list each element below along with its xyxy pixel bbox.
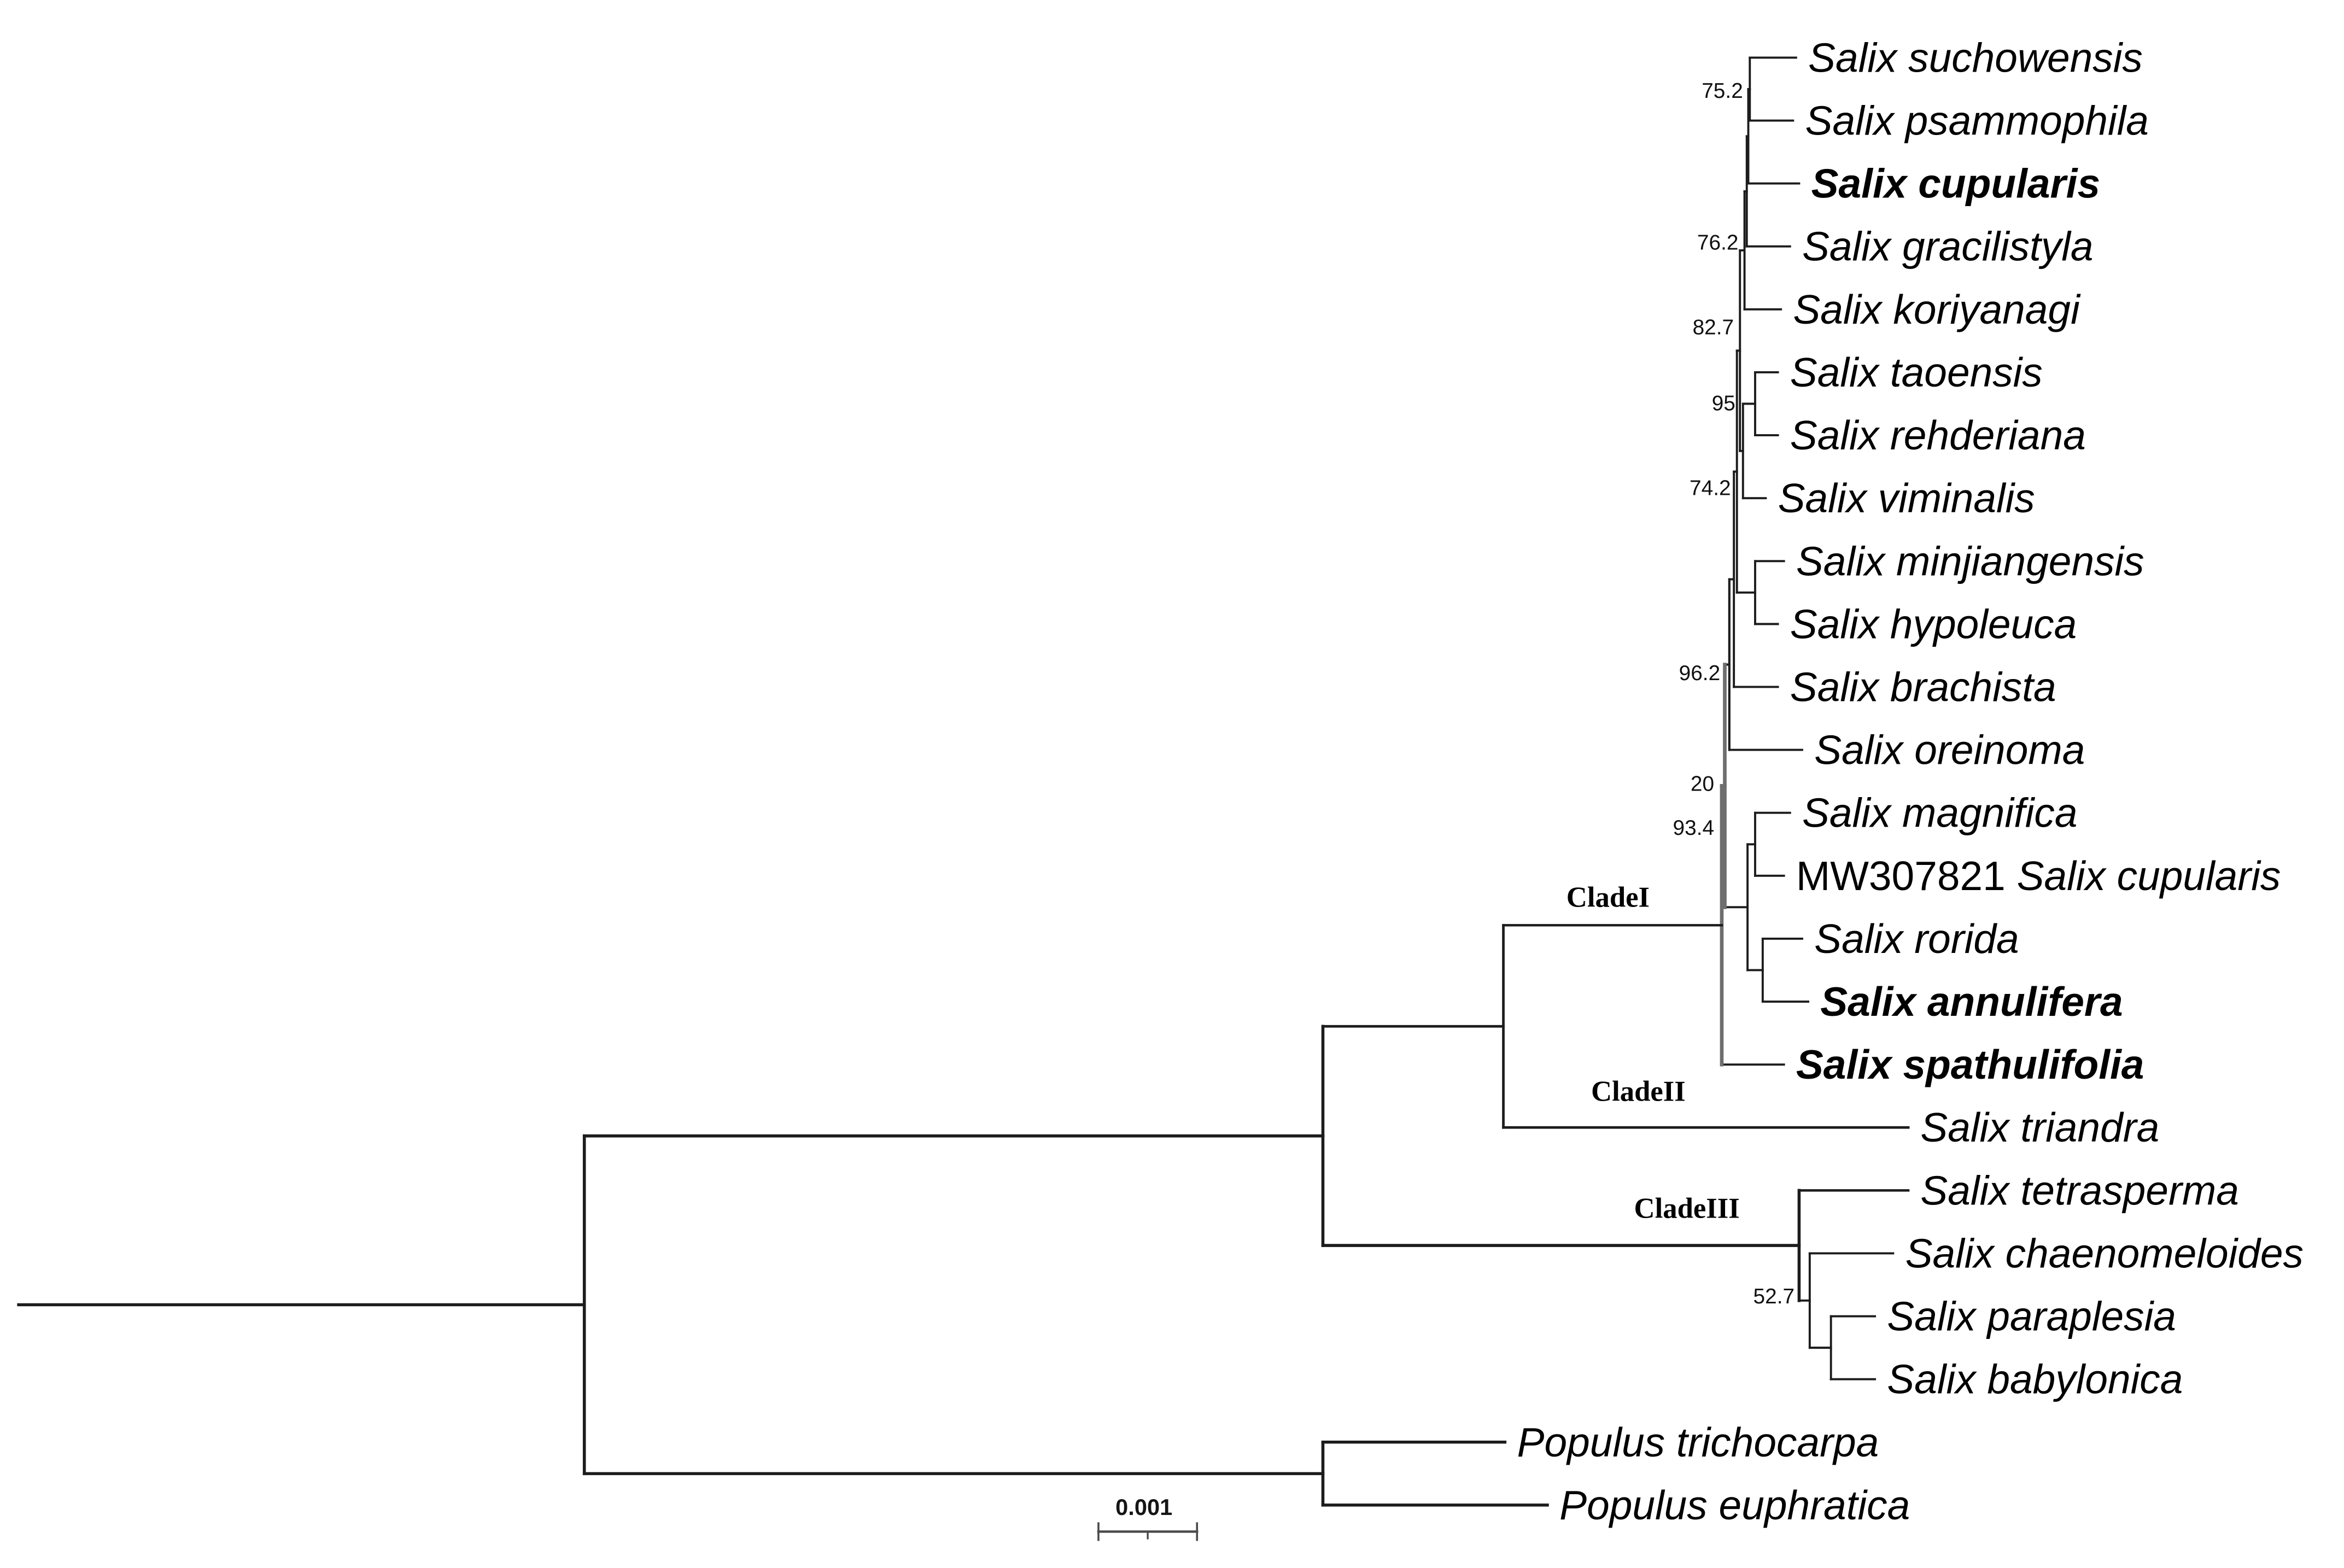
tip-label-salix-rehderiana: Salix rehderiana (1790, 412, 2086, 458)
clade-label-cladei: CladeI (1566, 882, 1650, 914)
tip-label-salix-gracilistyla: Salix gracilistyla (1802, 224, 2094, 270)
support-value-95: 95 (1712, 391, 1735, 415)
tip-label-salix-brachista: Salix brachista (1790, 664, 2056, 710)
tip-label-salix-triandra: Salix triandra (1920, 1104, 2159, 1150)
support-value-76-2: 76.2 (1697, 231, 1739, 254)
tip-label-populus-euphratica: Populus euphratica (1559, 1482, 1910, 1528)
tip-label-mw307821-salix-cupularis: MW307821 Salix cupularis (1796, 853, 2281, 899)
tip-label-salix-rorida: Salix rorida (1814, 916, 2019, 962)
support-value-74-2: 74.2 (1690, 477, 1731, 500)
support-value-75-2: 75.2 (1702, 79, 1743, 103)
tip-label-salix-minjiangensis: Salix minjiangensis (1796, 538, 2144, 584)
tip-label-salix-koriyanagi: Salix koriyanagi (1793, 286, 2081, 332)
tip-label-salix-paraplesia: Salix paraplesia (1887, 1294, 2176, 1339)
tip-label-salix-taoensis: Salix taoensis (1790, 349, 2043, 395)
tip-label-salix-hypoleuca: Salix hypoleuca (1790, 601, 2077, 647)
clade-label-cladeii: CladeII (1591, 1076, 1686, 1108)
support-value-82-7: 82.7 (1693, 316, 1734, 340)
tip-label-salix-oreinoma: Salix oreinoma (1814, 727, 2085, 773)
tip-label-salix-magnifica: Salix magnifica (1802, 790, 2078, 836)
tip-label-salix-spathulifolia: Salix spathulifolia (1796, 1042, 2144, 1087)
clade-label-cladeiii: CladeIII (1634, 1192, 1740, 1224)
support-value-93-4: 93.4 (1673, 816, 1715, 840)
tip-label-salix-suchowensis: Salix suchowensis (1808, 34, 2143, 80)
support-value-52-7: 52.7 (1753, 1285, 1795, 1308)
tip-label-salix-babylonica: Salix babylonica (1887, 1356, 2183, 1402)
tip-label-populus-trichocarpa: Populus trichocarpa (1517, 1419, 1879, 1465)
tip-label-salix-annulifera: Salix annulifera (1820, 979, 2123, 1025)
tip-label-salix-cupularis: Salix cupularis (1811, 161, 2101, 207)
tip-label-salix-tetrasperma: Salix tetrasperma (1920, 1167, 2239, 1213)
tip-label-salix-psammophila: Salix psammophila (1805, 98, 2149, 144)
tip-label-salix-chaenomeloides: Salix chaenomeloides (1905, 1230, 2304, 1276)
scale-bar-label: 0.001 (1115, 1494, 1172, 1520)
support-value-96-2: 96.2 (1679, 662, 1721, 685)
support-value-20: 20 (1691, 773, 1714, 796)
tip-label-salix-viminalis: Salix viminalis (1778, 475, 2035, 521)
